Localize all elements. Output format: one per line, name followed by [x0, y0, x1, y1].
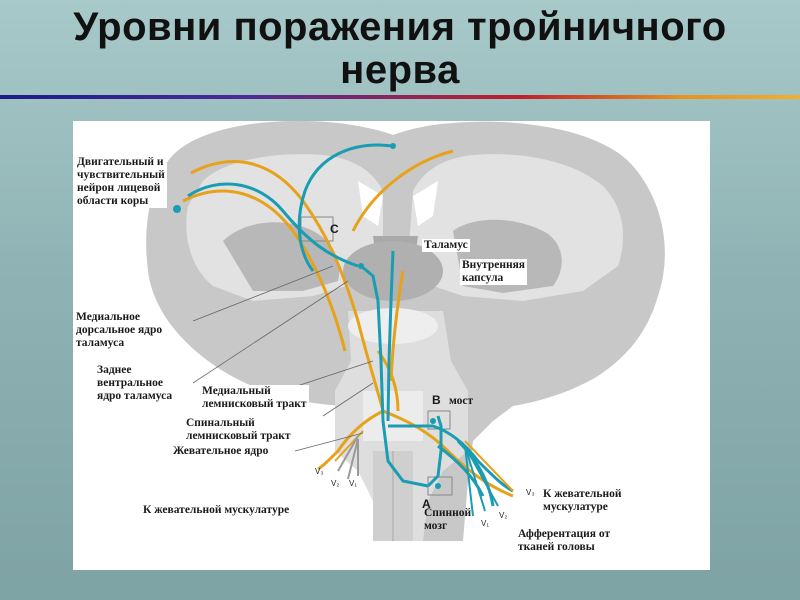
neuron-dot — [173, 205, 181, 213]
label-spinal-lemniscus: Спинальный лемнисковый тракт — [184, 417, 293, 443]
label-medial-lemniscus: Медиальный лемнисковый тракт — [200, 385, 309, 411]
label-internal-capsule: Внутренняя капсула — [460, 259, 527, 285]
label-spinal-cord: Спинной мозг — [424, 507, 471, 533]
title-divider — [0, 95, 800, 99]
slide-title: Уровни поражения тройничного нерва — [0, 6, 800, 92]
label-masticatory-nucleus: Жевательное ядро — [171, 445, 270, 458]
label-posterior-ventral-nucleus: Заднее вентральное ядро таламуса — [97, 364, 172, 403]
neuron-dot — [430, 418, 436, 424]
level-c-letter: C — [330, 222, 339, 236]
label-to-muscles-left: К жевательной мускулатуре — [143, 504, 289, 517]
branch-v2-left: V₂ — [331, 479, 339, 488]
label-thalamus: Таламус — [422, 239, 470, 252]
branch-v2-right: V₂ — [499, 511, 507, 520]
label-afferentation: Афферентация от тканей головы — [518, 528, 610, 554]
level-b-letter: B — [432, 393, 441, 407]
branch-v1-left: V₁ — [349, 479, 357, 488]
neuron-dot — [358, 263, 364, 269]
label-to-muscles-right: К жевательной мускулатуре — [543, 488, 621, 514]
neuron-dot — [435, 483, 441, 489]
branch-v3-left: V₃ — [315, 467, 324, 476]
label-pons: мост — [449, 395, 473, 408]
branch-v1-right: V₁ — [481, 519, 489, 528]
diagram-panel: C B A V₃ V₂ V₁ V₃ V₂ V₁ Двигательный и ч… — [73, 121, 710, 570]
branch-v3-right: V₃ — [526, 488, 535, 497]
neuron-dot — [390, 143, 396, 149]
label-cortex-neuron: Двигательный и чувствительный нейрон лиц… — [75, 156, 167, 208]
label-medial-dorsal-nucleus: Медиальное дорсальное ядро таламуса — [76, 311, 162, 350]
